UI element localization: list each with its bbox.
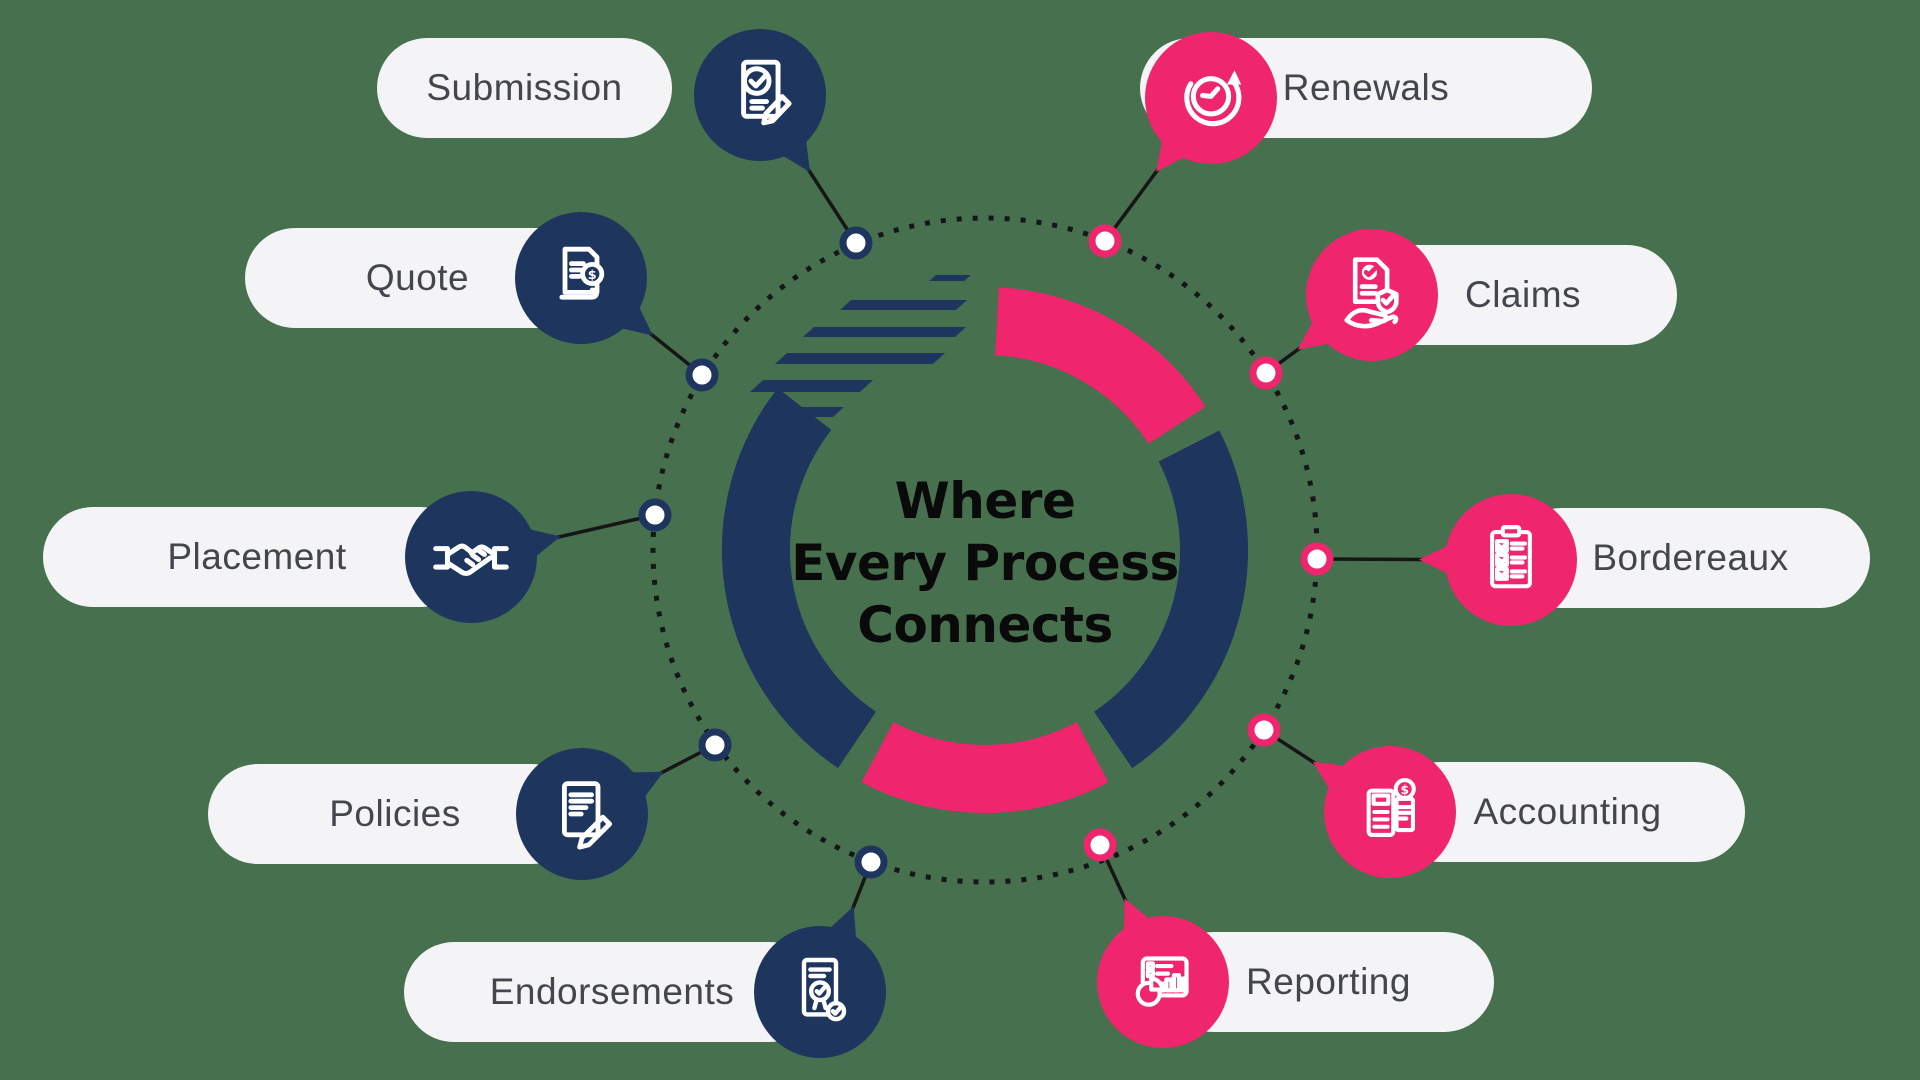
- clock-renewal-arrow-icon: [1184, 70, 1242, 127]
- bubble-policies: [516, 748, 648, 880]
- node-endorsements: [854, 845, 888, 879]
- document-shield-hand-icon: [1344, 257, 1399, 329]
- bubble-claims: [1306, 229, 1438, 361]
- label-accounting: Accounting: [1473, 791, 1662, 832]
- center-title: Where Every Process Connects: [685, 470, 1285, 656]
- label-bordereaux: Bordereaux: [1592, 537, 1789, 578]
- title-line-1: Where: [894, 472, 1076, 530]
- node-renewals: [1088, 224, 1122, 258]
- ring-segment-pink-bottom: [861, 721, 1109, 813]
- donut-ring: [721, 287, 1248, 813]
- ring-segment-navy-left: [721, 388, 877, 769]
- node-bordereaux: [1300, 542, 1334, 576]
- clipboard-checklist-icon: [1490, 525, 1532, 589]
- label-endorsements: Endorsements: [489, 971, 735, 1012]
- document-pen-icon: [562, 781, 612, 850]
- bubble-quote: $: [515, 212, 647, 344]
- node-placement: [638, 498, 672, 532]
- label-claims: Claims: [1464, 274, 1582, 315]
- handshake-icon: [433, 543, 509, 576]
- title-line-2: Every Process: [791, 534, 1179, 592]
- dashboard-charts-icon: [1135, 956, 1189, 1007]
- bubble-submission: [694, 29, 826, 161]
- label-placement: Placement: [167, 536, 347, 577]
- circle-nodes: [638, 224, 1334, 879]
- node-submission: [839, 226, 873, 260]
- bubble-renewals: [1145, 32, 1277, 164]
- label-reporting: Reporting: [1246, 961, 1411, 1002]
- node-claims: [1249, 356, 1283, 390]
- bubble-placement: [405, 491, 537, 623]
- svg-text:$: $: [588, 268, 597, 283]
- ring-segment-navy-right: [1093, 430, 1248, 769]
- invoice-dollar-icon: $: [559, 246, 605, 300]
- certificate-check-icon: [801, 957, 847, 1022]
- label-renewals: Renewals: [1282, 67, 1450, 108]
- node-accounting: [1247, 713, 1281, 747]
- calculator-dollar-icon: $: [1366, 777, 1416, 838]
- speed-stripes: [750, 275, 971, 443]
- bubble-accounting: $: [1324, 746, 1456, 878]
- pill-submission: Submission: [377, 38, 672, 138]
- label-policies: Policies: [329, 793, 461, 834]
- label-quote: Quote: [365, 257, 470, 298]
- title-line-3: Connects: [857, 596, 1113, 654]
- bubble-endorsements: [754, 926, 886, 1058]
- ring-segment-pink-top: [994, 287, 1206, 445]
- pill-placement: Placement: [43, 507, 471, 607]
- node-policies: [698, 728, 732, 762]
- bubble-reporting: [1097, 916, 1229, 1048]
- document-check-pencil-icon: [741, 59, 792, 126]
- pill-endorsements: Endorsements: [404, 942, 820, 1042]
- node-reporting: [1083, 828, 1117, 862]
- label-submission: Submission: [426, 67, 623, 108]
- bubble-bordereaux: [1445, 494, 1577, 626]
- node-quote: [685, 358, 719, 392]
- svg-text:$: $: [1400, 783, 1409, 797]
